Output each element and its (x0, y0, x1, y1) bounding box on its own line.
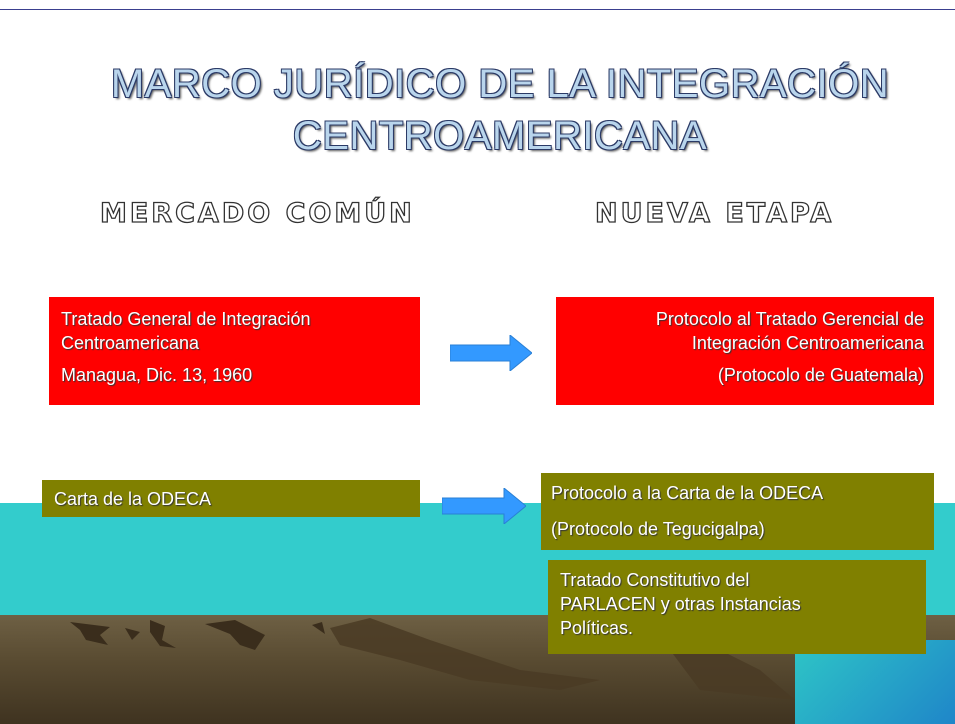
arrow-right-icon (442, 488, 526, 524)
box-line: Protocolo a la Carta de la ODECA (551, 483, 824, 503)
carta-odeca-box: Carta de la ODECA (42, 480, 420, 517)
box-line: Carta de la ODECA (54, 489, 212, 509)
box-line: Políticas. (560, 618, 634, 638)
protocolo-guatemala-box: Protocolo al Tratado Gerencial de Integr… (556, 297, 934, 405)
column-header-left: MERCADO COMÚN (99, 197, 415, 229)
landscape-decoration (70, 618, 795, 700)
slide-title: MARCO JURÍDICO DE LA INTEGRACIÓN CENTROA… (60, 58, 940, 162)
box-line: Tratado General de Integración (61, 309, 311, 329)
box-line: (Protocolo de Guatemala) (717, 365, 924, 385)
protocolo-tegucigalpa-box: Protocolo a la Carta de la ODECA (Protoc… (541, 473, 934, 550)
arrow-right-icon (450, 335, 532, 371)
title-line-2: CENTROAMERICANA (292, 114, 708, 158)
column-header-right: NUEVA ETAPA (594, 197, 835, 229)
box-line: (Protocolo de Tegucigalpa) (551, 519, 765, 539)
box-line: Managua, Dic. 13, 1960 (61, 365, 253, 385)
box-line: Centroamericana (61, 333, 200, 353)
box-line: Protocolo al Tratado Gerencial de (655, 309, 924, 329)
box-line: Integración Centroamericana (691, 333, 924, 353)
tratado-general-box: Tratado General de Integración Centroame… (49, 297, 420, 405)
top-divider (0, 9, 955, 10)
box-line: Tratado Constitutivo del (560, 570, 750, 590)
title-line-1: MARCO JURÍDICO DE LA INTEGRACIÓN (110, 62, 890, 106)
box-line: PARLACEN y otras Instancias (560, 594, 801, 614)
water-corner (795, 640, 955, 724)
parlacen-box: Tratado Constitutivo del PARLACEN y otra… (548, 560, 926, 654)
